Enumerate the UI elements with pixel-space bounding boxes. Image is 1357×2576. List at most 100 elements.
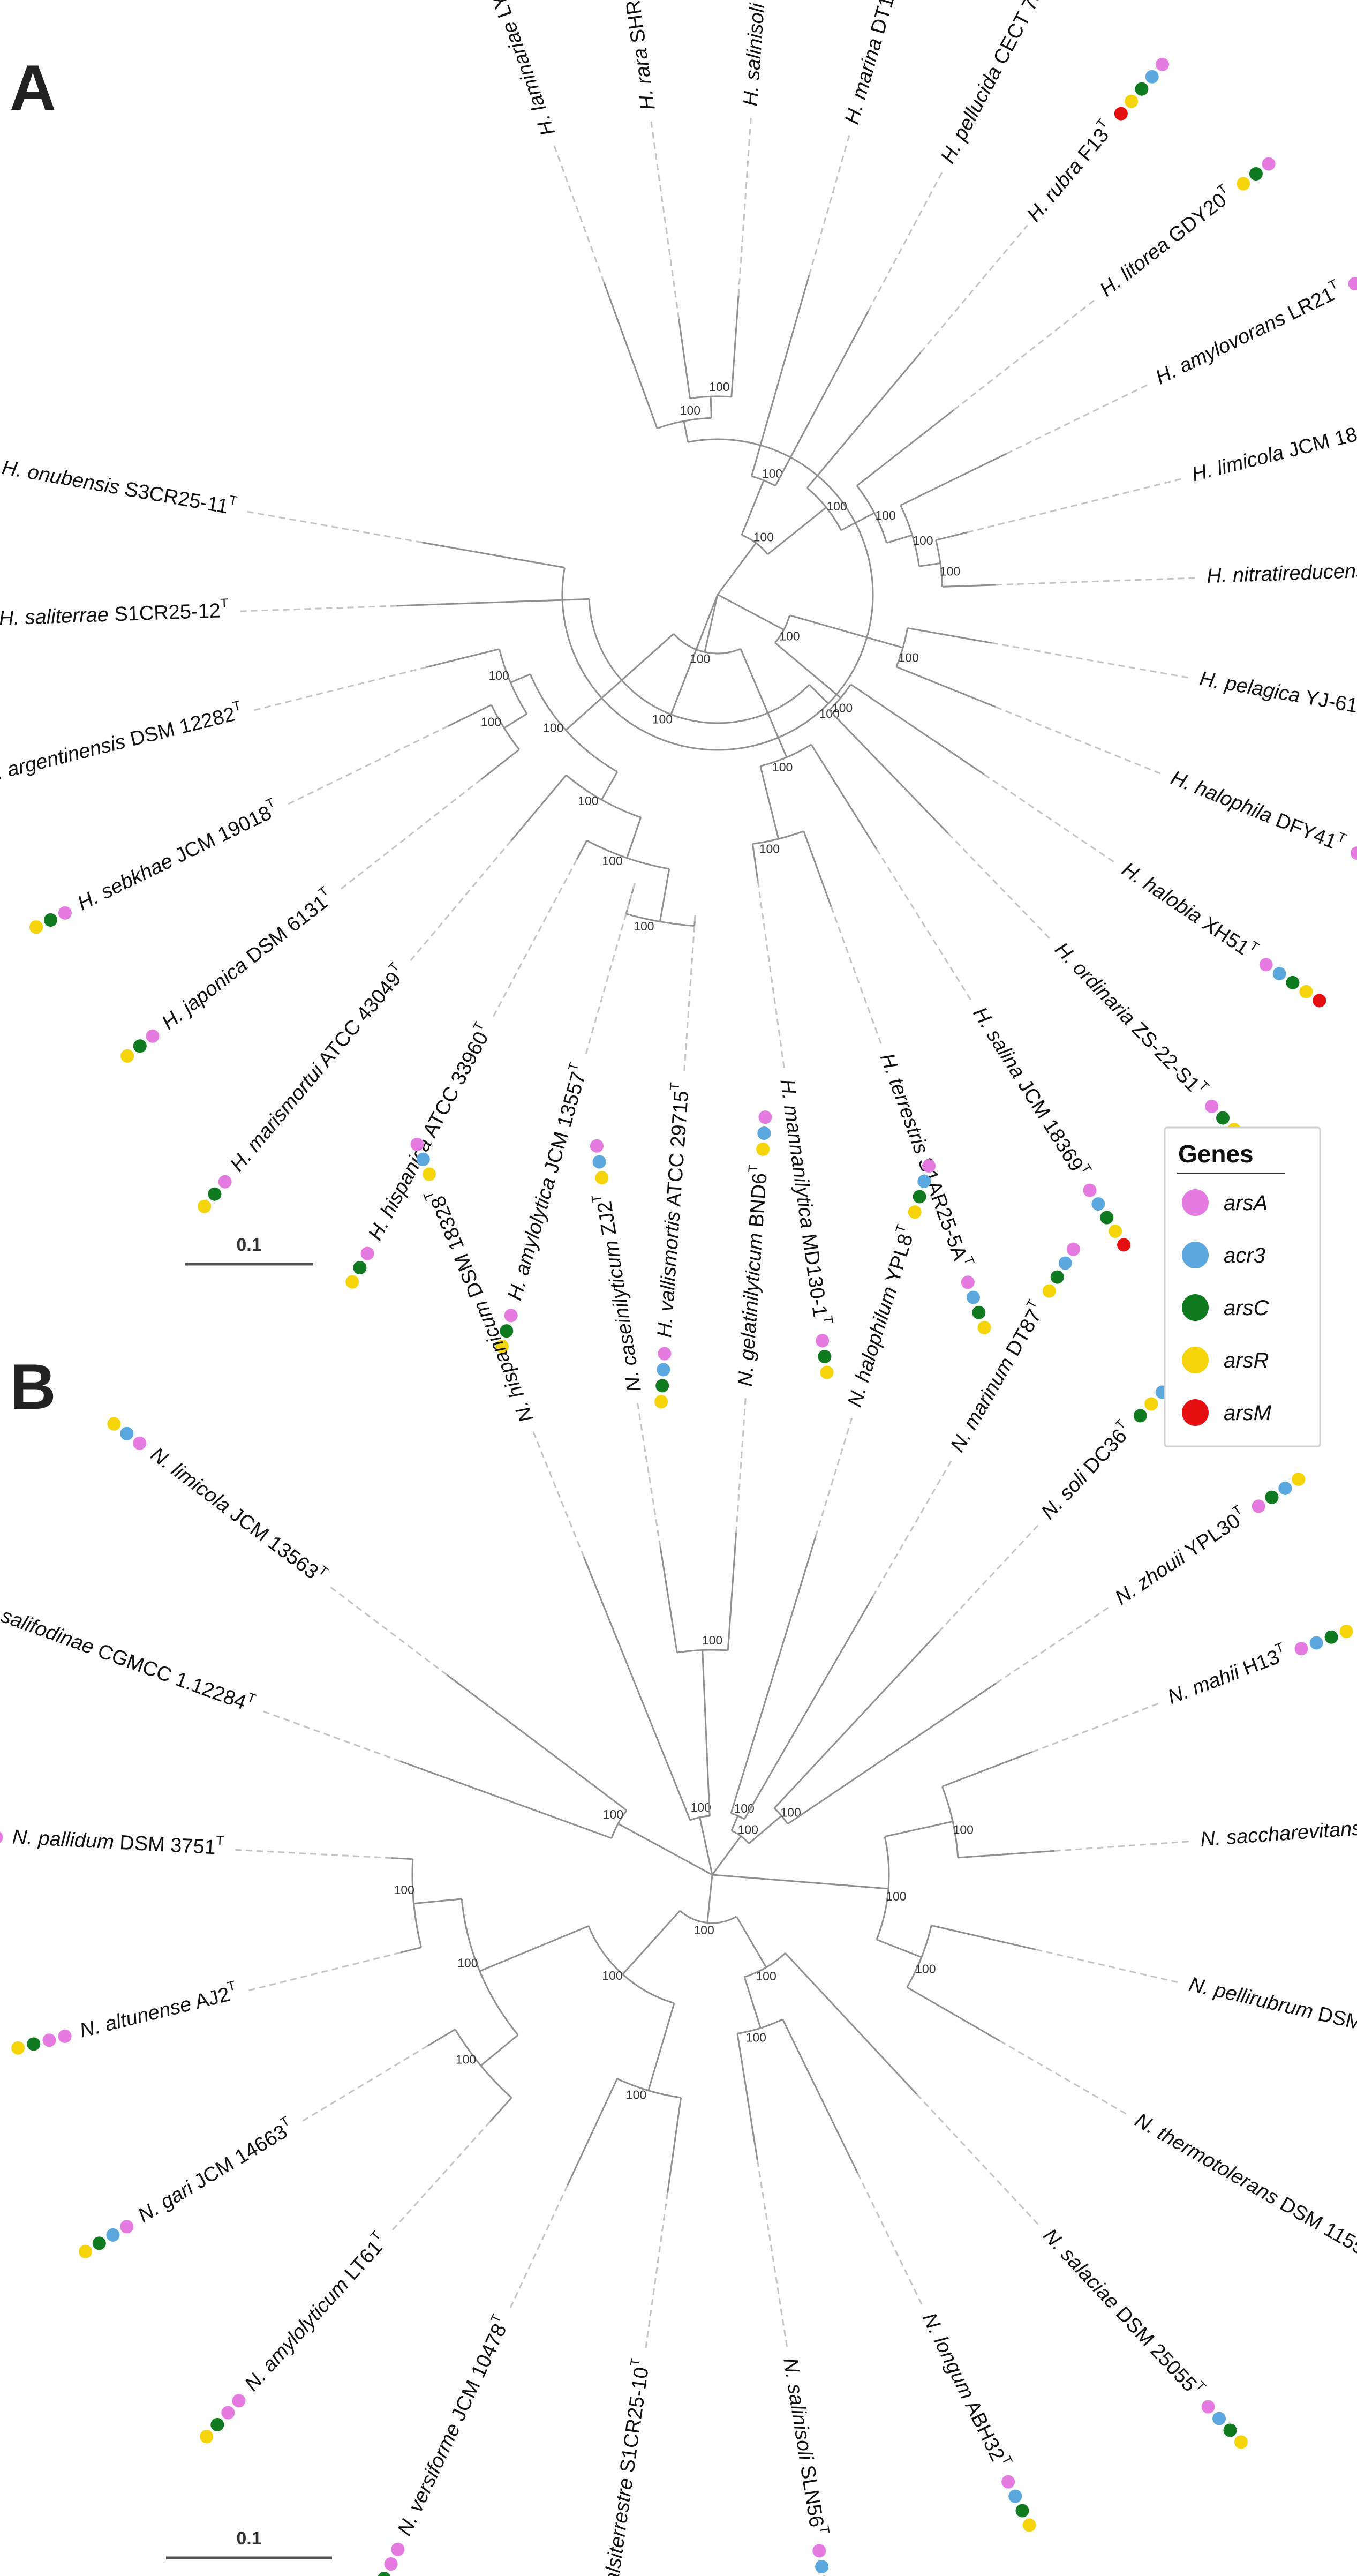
taxon-species: N. salifodinae (0, 1596, 97, 1659)
tree-branch (391, 1857, 413, 1860)
tree-branch (400, 1947, 421, 1954)
gene-dot-arsC (208, 1187, 222, 1201)
leaf-connector (1031, 1701, 1163, 1753)
taxon-name: N. salsiterrestre S1CR25-10T (592, 2357, 654, 2576)
leaf-connector (996, 1604, 1112, 1684)
leaf-connector (967, 477, 1186, 534)
taxon-label: H. laminariae LYG-108T (469, 0, 560, 139)
legend-swatch-arsM (1182, 1399, 1209, 1426)
tree-arc (690, 1815, 710, 1821)
leaf-connector (531, 1427, 585, 1558)
gene-dot-acr3 (917, 1174, 931, 1188)
taxon-label: H. halobia XH51T (1118, 858, 1326, 1008)
leaf-connector (996, 577, 1200, 586)
leaf-connector (815, 1413, 854, 1537)
tree-branch (601, 771, 619, 800)
tree-branch (396, 598, 590, 607)
type-strain-mark: T (228, 493, 238, 509)
gene-dot-arsR (423, 1167, 436, 1181)
tree-branch (399, 1760, 612, 1839)
taxon-label: H. mannanilytica MD130-1T (775, 1078, 835, 1379)
tree-branch (683, 420, 689, 442)
tree-branch (740, 648, 788, 758)
taxon-species: H. terrestris (876, 1050, 933, 1157)
gene-dot-arsR (977, 1320, 991, 1334)
tree-branch (936, 531, 968, 541)
taxon-strain: YPL8 (880, 1231, 917, 1291)
taxon-strain: DC36 (1076, 1425, 1132, 1482)
gene-dot-arsC (972, 1305, 986, 1319)
gene-dot-arsA (133, 1436, 147, 1450)
gene-dot-arsR (198, 1199, 212, 1213)
taxon-species: H. amylovorans (1152, 307, 1289, 389)
gene-dot-arsA (58, 2029, 72, 2043)
gene-dot-arsC (1216, 1111, 1230, 1125)
taxon-label: N. longum ABH32T (918, 2308, 1036, 2532)
gene-dot-arsC (1133, 1409, 1147, 1423)
tree-branch (840, 512, 875, 531)
tree-arc (760, 743, 812, 767)
taxon-species: N. hispanicum (469, 1297, 538, 1425)
tree-branch (809, 684, 829, 704)
gene-dot-arsR (1022, 2518, 1036, 2532)
taxon-species: H. halophila (1167, 767, 1276, 828)
gene-dot-arsR (345, 1275, 359, 1289)
taxon-label: H. rara SHR3T (620, 0, 659, 111)
tree-arc (679, 1910, 737, 1924)
gene-dot-arsA (391, 2542, 405, 2556)
tree-arc (941, 1786, 959, 1858)
taxon-label: H. hispanica ATCC 33960T (345, 1019, 493, 1289)
tree-branch (774, 310, 870, 486)
taxon-name: H. onubensis S3CR25-11T (1, 453, 239, 520)
taxon-label: N. salaciae DSM 25055T (1038, 2225, 1248, 2449)
legend-frame (1164, 1126, 1321, 1447)
taxon-strain: GDY20 (1160, 189, 1231, 251)
leaf-connector (916, 2093, 1042, 2228)
bootstrap-value: 100 (394, 1883, 414, 1897)
taxon-name: N. caseinilyticum ZJ2T (589, 1192, 646, 1394)
tree-branch (427, 2029, 456, 2047)
bootstrap-value: 100 (543, 721, 563, 735)
bootstrap-value: 100 (953, 1822, 974, 1836)
gene-dot-arsA (816, 1334, 830, 1348)
gene-dot-arsC (1249, 167, 1263, 181)
legend-label-arsM: arsM (1224, 1401, 1272, 1425)
taxon-name: N. limicola JCM 13563T (146, 1440, 330, 1588)
taxon-name: H. amylolytica JCM 13557T (501, 1061, 593, 1303)
taxon-label: N. pellirubrum DSM 15624T (1187, 1973, 1357, 2049)
gene-dot-arsR (908, 1205, 922, 1219)
tree-branch (919, 562, 941, 567)
scale-label-b: 0.1 (236, 2528, 261, 2549)
tree-arc (744, 1952, 786, 1978)
leaf-connector (757, 881, 786, 1072)
tree-branch (727, 1533, 737, 1651)
tree-branch (422, 542, 565, 569)
gene-dot-arsA (146, 1029, 160, 1043)
leaf-connector (298, 2045, 428, 2124)
tree-arc (900, 505, 920, 567)
bootstrap-value: 100 (875, 508, 895, 522)
leaf-connector (284, 725, 449, 807)
bootstrap-value: 100 (753, 530, 774, 544)
taxon-name: N. gari JCM 14663T (133, 2114, 298, 2227)
taxon-species: N. salinisoli (779, 2356, 817, 2462)
tree-arc (752, 830, 804, 845)
taxon-name: N. altunense AJ2T (77, 1978, 240, 2042)
bootstrap-value: 100 (702, 1633, 722, 1647)
taxon-strain: F24A (747, 0, 773, 4)
taxon-species: N. altunense (78, 1993, 194, 2042)
taxon-strain: S1CR25-12 (108, 599, 221, 626)
gene-dot-arsA (1083, 1183, 1097, 1197)
leaf-connector (756, 2160, 789, 2352)
tree-branch (876, 1939, 922, 1958)
gene-dot-arsC (1100, 1211, 1114, 1225)
tree-arc (588, 599, 810, 724)
tree-branch (751, 844, 759, 881)
taxon-label: N. thermotolerans DSM 11552T (1131, 2109, 1357, 2265)
gene-dot-arsR (1125, 94, 1139, 108)
taxon-name: N. longum ABH32T (918, 2308, 1015, 2472)
taxon-strain: YPL30 (1177, 1509, 1244, 1565)
taxon-species: H. argentinensis (0, 730, 128, 787)
